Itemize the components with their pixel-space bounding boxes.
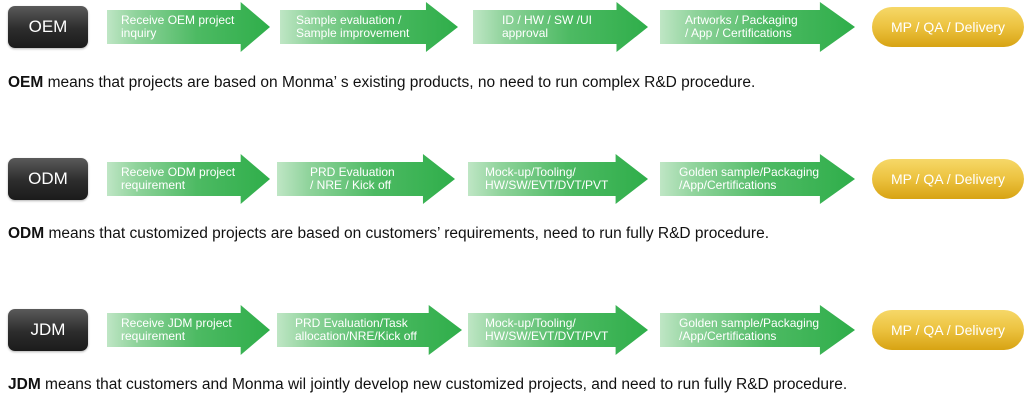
step-text-2: PRD Evaluation / NRE / Kick off (310, 165, 395, 192)
step-arrow-2 (277, 305, 462, 355)
step-arrow-4 (660, 305, 855, 355)
flow-label-jdm: JDM (8, 309, 88, 351)
step-arrow-3 (468, 305, 648, 355)
final-step-badge: MP / QA / Delivery (872, 159, 1024, 199)
step-arrow-3 (473, 2, 648, 52)
step-text-4: Golden sample/Packaging /App/Certificati… (679, 316, 820, 343)
step-text-3: ID / HW / SW /UI approval (502, 13, 592, 40)
step-arrow-1 (107, 305, 270, 355)
step-text-1: Receive JDM project requirement (121, 316, 232, 343)
odm-flow: ODM Receive ODM project requirement PRD … (0, 154, 1024, 204)
jdm-flow: JDM Receive JDM project requirement PRD … (0, 305, 1024, 355)
desc-term: OEM (8, 74, 44, 91)
flow-label-oem: OEM (8, 6, 88, 48)
step-text-2: Sample evaluation / Sample improvement (296, 13, 410, 40)
step-arrow-1 (107, 154, 270, 204)
step-text-4: Artworks / Packaging / App / Certificati… (685, 13, 798, 40)
step-arrow-2 (280, 2, 458, 52)
step-text-3: Mock-up/Tooling/ HW/SW/EVT/DVT/PVT (485, 316, 609, 343)
step-arrow-3 (468, 154, 648, 204)
jdm-description: JDM means that customers and Monma wil j… (8, 376, 1018, 394)
step-text-3: Mock-up/Tooling/ HW/SW/EVT/DVT/PVT (485, 165, 609, 192)
desc-text: means that projects are based on Monma’ … (43, 74, 756, 91)
step-text-1: Receive ODM project requirement (121, 165, 236, 192)
odm-description: ODM means that customized projects are b… (8, 225, 1018, 243)
step-arrow-4 (660, 2, 855, 52)
step-text-2: PRD Evaluation/Task allocation/NRE/Kick … (295, 316, 417, 343)
desc-term: JDM (8, 376, 41, 393)
oem-flow: OEM Receive OEM project inquiry Sample e… (0, 2, 1024, 52)
desc-term: ODM (8, 225, 45, 242)
final-step-badge: MP / QA / Delivery (872, 7, 1024, 47)
step-text-4: Golden sample/Packaging /App/Certificati… (679, 165, 820, 192)
step-arrow-4 (660, 154, 855, 204)
step-arrow-1 (107, 2, 270, 52)
flow-label-odm: ODM (8, 158, 88, 200)
desc-text: means that customers and Monma wil joint… (40, 376, 848, 393)
oem-description: OEM means that projects are based on Mon… (8, 74, 1018, 92)
step-text-1: Receive OEM project inquiry (121, 13, 235, 40)
step-arrow-2 (277, 154, 455, 204)
desc-text: means that customized projects are based… (44, 225, 770, 242)
final-step-badge: MP / QA / Delivery (872, 310, 1024, 350)
